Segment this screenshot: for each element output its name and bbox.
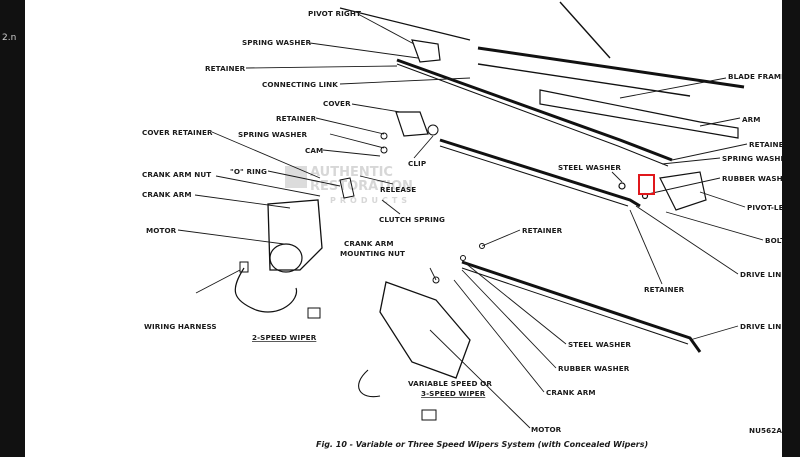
drive-link-lower-part [461,260,702,353]
label-rubber-washer-bottom: RUBBER WASHER [558,364,630,373]
label-pivot-right: PIVOT RIGHT [308,9,361,18]
label-retainer-center: RETAINER [522,226,563,235]
motor-variable-part [358,281,471,421]
label-crank-arm-bottom: CRANK ARM [546,388,596,397]
label-spring-washer-top: SPRING WASHER [242,38,312,47]
label-variable-speed-line2: 3-SPEED WIPER [421,389,486,398]
label-retainer-right: RETAINER [749,140,782,149]
label-spring-washer-mid: SPRING WASHER [238,130,308,139]
label-motor-left: MOTOR [146,226,177,235]
label-figure-code: NU562A [749,426,782,435]
diagram-page: AUTHENTIC RESTORATION PRODUCTS [25,0,782,457]
wiper-exploded-diagram: AUTHENTIC RESTORATION PRODUCTS [142,1,782,449]
label-blade-frame: BLADE FRAME [728,72,782,81]
label-clip: CLIP [408,159,426,168]
figure-caption: Fig. 10 - Variable or Three Speed Wipers… [316,440,648,449]
label-connecting-link: CONNECTING LINK [262,80,338,89]
small-hardware-cluster [339,132,485,284]
viewer-right-panel [782,0,800,457]
label-spring-washer-right: SPRING WASHER [722,154,782,163]
label-variable-speed-line1: VARIABLE SPEED OR [408,379,492,388]
label-retainer-top: RETAINER [205,64,246,73]
label-clutch-spring: CLUTCH SPRING [379,215,445,224]
wiper-arm-part [539,89,739,139]
label-bolt: BOLT [765,236,782,245]
label-steel-washer-top: STEEL WASHER [558,163,621,172]
label-arm: ARM [742,115,761,124]
label-crank-arm-nut: CRANK ARM NUT [142,170,211,179]
cover-part [395,111,439,137]
label-release: RELEASE [380,185,416,194]
label-cam: CAM [305,146,323,155]
label-pivot-left: PIVOT-LEFT [747,203,782,212]
blade-frame-part [477,1,745,97]
watermark-line3: PRODUCTS [330,196,411,205]
connecting-link-part [339,7,673,167]
viewer-left-panel: 2.n [0,0,25,457]
label-retainer-mid: RETAINER [276,114,317,123]
left-panel-text: 2.n [2,33,17,43]
label-o-ring: "O" RING [230,167,267,176]
wiring-harness-part [234,261,321,319]
label-cover-retainer: COVER RETAINER [142,128,213,137]
highlight-box [638,174,655,195]
part-labels: PIVOT RIGHT SPRING WASHER RETAINER CONNE… [142,9,782,435]
label-retainer-bottom-center: RETAINER [644,285,685,294]
label-rubber-washer-right: RUBBER WASHER [722,174,782,183]
label-drive-link-bottom: DRIVE LINK [740,322,782,331]
label-motor-bottom: MOTOR [531,425,562,434]
watermark-line1: AUTHENTIC [310,165,393,180]
label-drive-link-top: DRIVE LINK [740,270,782,279]
drive-link-upper-part [439,138,641,208]
motor-2speed-part [267,199,323,273]
pivot-right-part [411,39,441,63]
label-crank-arm-mounting-nut-line1: CRANK ARM [344,239,394,248]
label-crank-arm-mounting-nut-line2: MOUNTING NUT [340,249,405,258]
label-cover: COVER [323,99,351,108]
label-two-speed-wiper: 2-SPEED WIPER [252,333,317,342]
label-steel-washer-bottom: STEEL WASHER [568,340,631,349]
label-crank-arm-left: CRANK ARM [142,190,192,199]
label-wiring-harness: WIRING HARNESS [144,322,217,331]
leader-lines [177,13,764,429]
